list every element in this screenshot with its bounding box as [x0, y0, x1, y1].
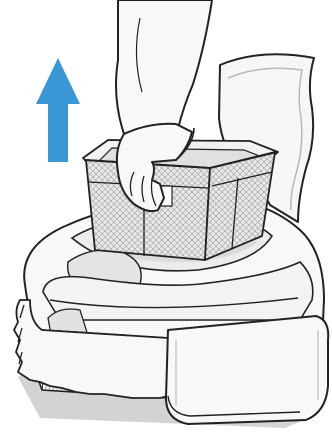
arrow-up-icon: [36, 58, 80, 162]
filter-basket-icon: [83, 140, 278, 260]
right-track: [166, 316, 328, 424]
